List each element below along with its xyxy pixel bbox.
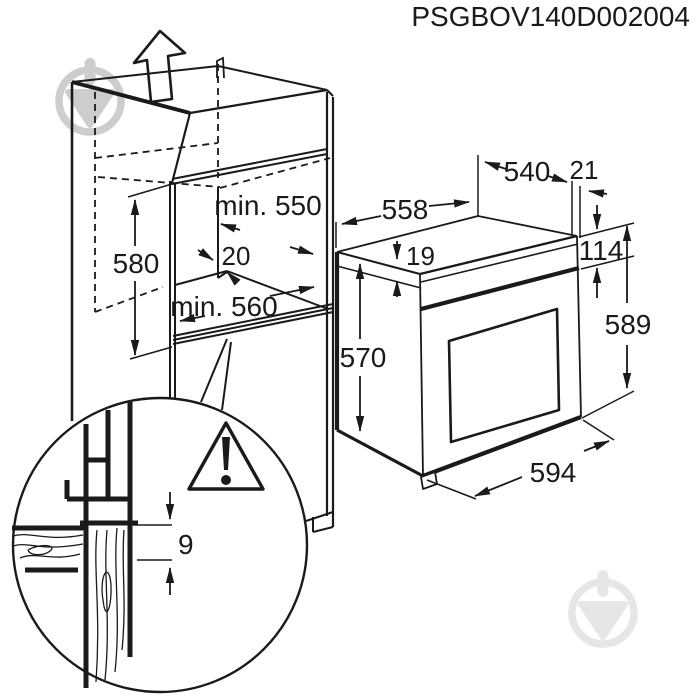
dim-trim-shelf-gap: 9 [178,529,194,560]
trim-section-profile [12,402,138,688]
up-arrow-icon [132,29,187,104]
cabinet-drawing [70,56,335,533]
hidden-edges [94,64,331,313]
oven-drawing [334,155,635,500]
detail-callout-leader [200,338,232,411]
dim-body-depth: 558 [382,194,429,225]
watermark-logo-icon [568,570,638,648]
dim-body-height: 570 [340,342,387,373]
dim-top-trim-height: 19 [406,241,435,271]
dim-niche-width-min: min. 560 [170,291,277,322]
oven-door-window [447,307,561,444]
warning-triangle-icon [187,421,265,491]
dim-niche-height: 580 [113,248,160,279]
watermark-logo-icon [55,58,125,136]
dim-rear-vent-gap: 20 [222,241,251,271]
detail-circle: 9 [11,396,309,694]
dim-rear-depth: 540 [504,156,551,187]
dim-control-panel-height: 114 [579,235,624,266]
dim-niche-depth-min: min. 550 [214,190,321,221]
oven-dimensions [341,161,632,497]
cabinet-dimensions [127,183,315,360]
gap-dimension-lines [133,492,175,595]
dim-front-width: 594 [530,457,577,488]
dim-front-height: 589 [605,309,652,340]
drawing-code-title: PSGBOV140D002004 [411,1,690,32]
wood-grain-shelf [12,534,84,559]
wood-grain-panel [95,527,125,683]
dim-front-overhang: 21 [570,155,599,185]
